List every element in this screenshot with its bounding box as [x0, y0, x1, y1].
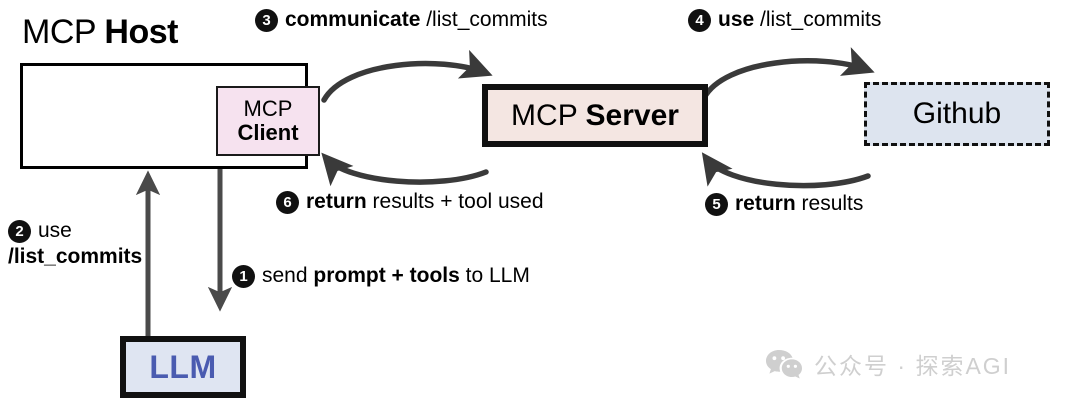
mcp-server-label-regular: MCP	[511, 98, 586, 132]
mcp-client-box[interactable]: MCP Client	[216, 86, 320, 156]
mcp-server-label: MCP Server	[511, 99, 679, 133]
github-box[interactable]: Github	[864, 82, 1050, 146]
step-5-label: 5 return results	[705, 192, 863, 217]
step-6-text: return results + tool used	[306, 190, 544, 215]
github-label: Github	[912, 97, 1002, 130]
watermark-text: 公众号 · 探索AGI	[814, 353, 1012, 379]
step-1-text: send prompt + tools to LLM	[262, 264, 530, 289]
mcp-client-label-line1: MCP	[243, 96, 293, 122]
watermark: 公众号 · 探索AGI	[764, 347, 1011, 381]
step-1-label: 1 send prompt + tools to LLM	[232, 264, 530, 289]
step-3-text: communicate /list_commits	[285, 8, 548, 33]
step-3-number: 3	[255, 8, 278, 32]
arrow-server-to-client	[321, 152, 489, 187]
mcp-client-label-line2: Client	[237, 120, 299, 145]
step-6-label: 6 return results + tool used	[276, 190, 544, 215]
mcp-server-box[interactable]: MCP Server	[482, 84, 708, 147]
step-2-row-1: 2 use	[8, 219, 142, 243]
mcp-server-label-bold: Server	[585, 98, 679, 132]
step-2-text-bold: /list_commits	[8, 245, 143, 268]
step-2-text-regular: use	[38, 219, 72, 242]
llm-box[interactable]: LLM	[120, 336, 246, 398]
step-2-number: 2	[8, 219, 31, 243]
step-4-text-regular: /list_commits	[760, 8, 882, 31]
step-6-text-regular: results + tool used	[372, 190, 544, 213]
step-3-text-bold: communicate	[285, 8, 427, 31]
step-2-label: 2 use /list_commits	[8, 219, 142, 269]
step-3-text-regular: /list_commits	[426, 8, 548, 31]
wechat-icon	[766, 350, 802, 379]
llm-label: LLM	[149, 348, 217, 385]
step-1-text-regular-2: to LLM	[459, 264, 530, 287]
step-1-text-regular-1: send	[262, 264, 314, 287]
step-1-number: 1	[232, 264, 255, 288]
mcp-host-title-bold: Host	[104, 13, 178, 51]
mcp-host-title-regular: MCP	[22, 13, 105, 51]
step-1-text-bold: prompt + tools	[313, 264, 460, 287]
step-4-text-bold: use	[718, 8, 761, 31]
step-4-text: use /list_commits	[718, 8, 881, 33]
step-6-text-bold: return	[306, 190, 373, 213]
mcp-host-title: MCP Host	[22, 13, 178, 52]
step-4-number: 4	[688, 8, 711, 32]
arrow-server-to-github	[701, 47, 875, 101]
step-4-label: 4 use /list_commits	[688, 8, 881, 33]
step-5-text: return results	[735, 192, 863, 217]
arrow-github-to-server	[701, 152, 871, 189]
arrow-client-to-server	[321, 49, 493, 103]
step-5-number: 5	[705, 192, 728, 216]
step-5-text-regular: results	[801, 192, 864, 215]
step-6-number: 6	[276, 190, 299, 214]
step-3-label: 3 communicate /list_commits	[255, 8, 548, 33]
step-5-text-bold: return	[735, 192, 802, 215]
